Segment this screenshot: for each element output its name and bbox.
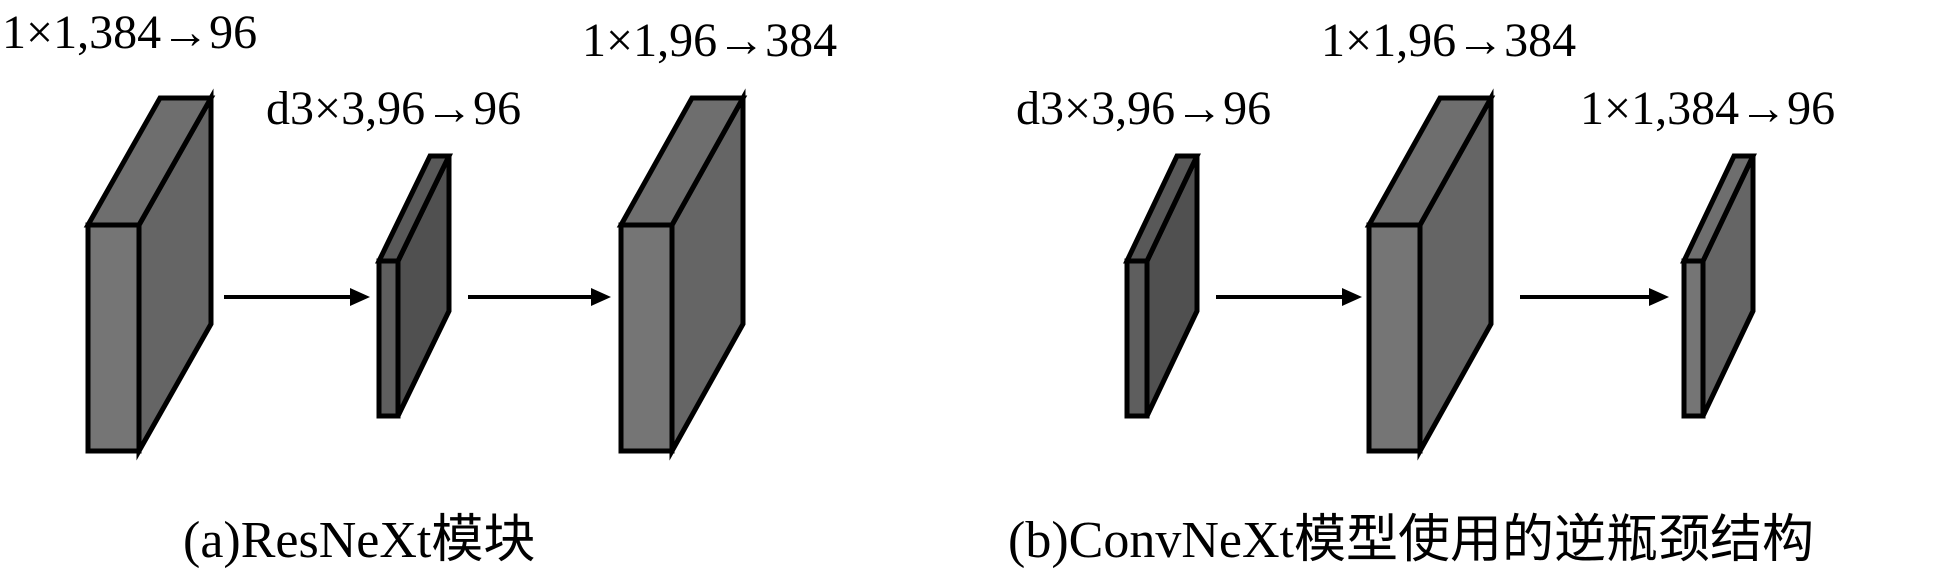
block-front-face: [376, 258, 401, 419]
block-top-face: [1680, 153, 1757, 264]
panel-b-block3-narrow: [1680, 153, 1757, 419]
panel-a-block3-label: 1×1,96→384: [582, 14, 837, 67]
panel-a-block3-wide: [616, 88, 748, 461]
panel-b-block2-label: 1×1,96→384: [1321, 14, 1576, 67]
block-front-face: [1124, 258, 1150, 419]
panel-b: d3×3,96→96 1×1,96→384 1×1,384→96: [1008, 14, 1835, 569]
block-top-face: [375, 153, 453, 264]
panel-b-arrow1: [1216, 288, 1362, 306]
panel-a-block2-label: d3×3,96→96: [266, 82, 521, 135]
panel-b-block1-narrow: [1123, 153, 1201, 419]
block-front-face: [1366, 222, 1423, 454]
block-top-face: [1364, 95, 1496, 228]
panel-a-arrow2: [468, 288, 611, 306]
block-front-face: [85, 222, 142, 454]
block-front-face: [1681, 258, 1706, 419]
panel-b-caption: (b)ConvNeXt模型使用的逆瓶颈结构: [1008, 512, 1814, 569]
panel-a-arrow1: [224, 288, 370, 306]
panel-a-caption: (a)ResNeXt模块: [183, 512, 535, 569]
block-top-face: [83, 95, 216, 228]
panel-b-block2-wide: [1364, 88, 1496, 461]
panel-b-block3-label: 1×1,384→96: [1580, 82, 1835, 135]
panel-b-arrow2: [1520, 288, 1669, 306]
panel-a-block2-narrow: [375, 153, 453, 419]
block-front-face: [618, 222, 675, 454]
block-top-face: [616, 95, 748, 228]
panel-a-block1-wide: [83, 88, 216, 461]
panel-b-block1-label: d3×3,96→96: [1016, 82, 1271, 135]
panel-a: 1×1,384→96 d3×3,96→96 1×1,96→384: [2, 6, 837, 569]
block-top-face: [1123, 153, 1201, 264]
panel-a-block1-label: 1×1,384→96: [2, 6, 257, 59]
